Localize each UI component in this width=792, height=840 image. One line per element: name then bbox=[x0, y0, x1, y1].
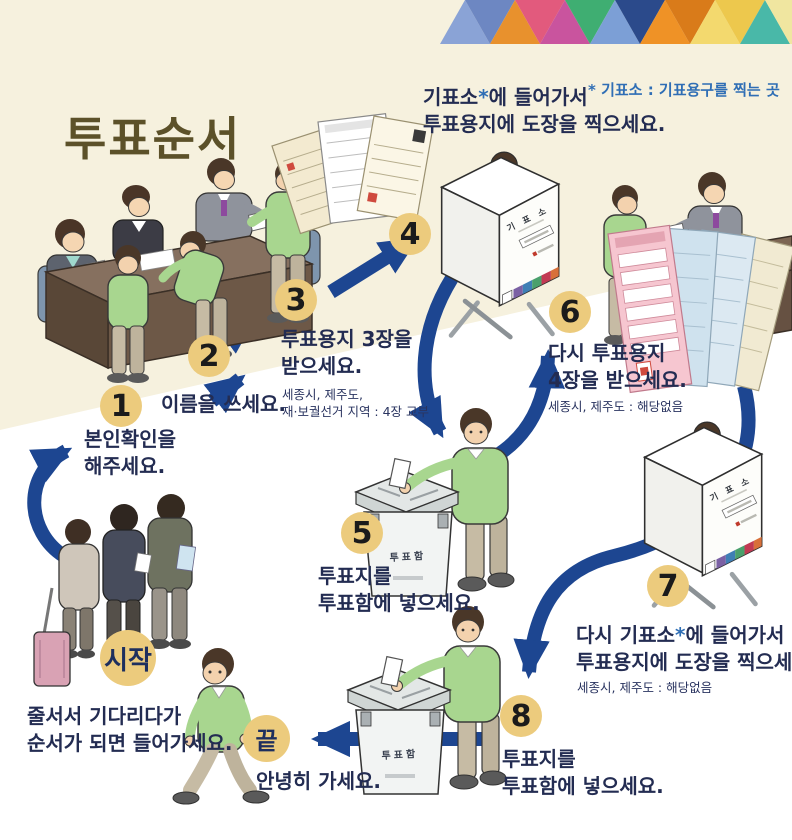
step-3-subnote: 세종시, 제주도, 재·보궐선거 지역 : 4장 교부 bbox=[282, 386, 429, 420]
step-4-line1-pre: 기표소 bbox=[423, 85, 479, 109]
ballot-fan bbox=[607, 224, 792, 394]
step-1-label: 본인확인을 해주세요. bbox=[84, 426, 176, 480]
end-badge: 끝 bbox=[243, 715, 290, 762]
step-1-line1: 본인확인을 bbox=[84, 427, 176, 451]
step-6-line2: 4장을 받으세요. bbox=[548, 368, 687, 392]
step-7-label: 다시 기표소*에 들어가서 투표용지에 도장을 찍으세요. bbox=[576, 622, 792, 676]
step-4-line2: 투표용지에 도장을 찍으세요. bbox=[423, 112, 666, 136]
ballot-box-scene-2 bbox=[348, 606, 506, 794]
step-3-line1: 투표용지 3장을 bbox=[281, 327, 413, 351]
step-2-label: 이름을 쓰세요. bbox=[161, 392, 286, 416]
banner-triangles-decoration bbox=[440, 0, 792, 44]
start-caption-line1: 줄서서 기다리다가 bbox=[27, 704, 182, 728]
step-7-line1-pre: 다시 기표소 bbox=[576, 623, 675, 647]
voting-booth-1 bbox=[442, 152, 564, 337]
waiting-queue bbox=[33, 494, 197, 687]
step-5-label: 투표지를 투표함에 넣으세요. bbox=[318, 563, 480, 617]
step-7-asterisk: * bbox=[674, 623, 686, 647]
leaving-voter bbox=[172, 648, 270, 805]
step-6-subnote: 세종시, 제주도 : 해당없음 bbox=[548, 399, 684, 414]
step-3-circle: 3 bbox=[275, 279, 317, 321]
start-caption: 줄서서 기다리다가 순서가 되면 들어가세요. bbox=[27, 703, 233, 757]
end-caption: 안녕히 가세요. bbox=[256, 769, 381, 793]
step-4-line1-mid: 에 들어가서 bbox=[488, 85, 588, 109]
arrow-4-to-5 bbox=[408, 274, 458, 439]
step-6-circle: 6 bbox=[549, 291, 591, 333]
step-6-label: 다시 투표용지 4장을 받으세요. bbox=[548, 340, 687, 394]
step-3-label: 투표용지 3장을 받으세요. bbox=[281, 326, 412, 380]
step-6-line1: 다시 투표용지 bbox=[548, 341, 666, 365]
step-7-circle: 7 bbox=[647, 565, 689, 607]
step-3-sub2: 재·보궐선거 지역 : 4장 교부 bbox=[282, 404, 430, 419]
step-8-circle: 8 bbox=[500, 695, 542, 737]
registration-desk-scene bbox=[37, 158, 321, 383]
step-3-line2: 받으세요. bbox=[281, 354, 363, 378]
step-5-circle: 5 bbox=[341, 512, 383, 554]
step-8-line2: 투표함에 넣으세요. bbox=[502, 774, 664, 798]
page-title: 투표순서 bbox=[64, 112, 242, 166]
step-7-line1-mid: 에 들어가서 bbox=[685, 623, 785, 647]
step-4-circle: 4 bbox=[389, 213, 431, 255]
step-5-line1: 투표지를 bbox=[318, 564, 392, 588]
step-4-label: 기표소*에 들어가서 투표용지에 도장을 찍으세요. bbox=[423, 84, 665, 138]
arrow-queue-to-1 bbox=[27, 444, 73, 562]
step-8-label: 투표지를 투표함에 넣으세요. bbox=[502, 746, 664, 800]
step-3-sub1: 세종시, 제주도, bbox=[282, 387, 363, 402]
arrow-1-to-2 bbox=[203, 373, 246, 414]
step-7-line2: 투표용지에 도장을 찍으세요. bbox=[576, 650, 792, 674]
booth-definition-note: * 기표소 : 기표용구를 찍는 곳 bbox=[588, 81, 780, 99]
start-badge: 시작 bbox=[100, 630, 156, 686]
step-4-asterisk: * bbox=[478, 85, 489, 109]
start-caption-line2: 순서가 되면 들어가세요. bbox=[27, 731, 233, 755]
step-1-circle: 1 bbox=[100, 385, 142, 427]
step-1-line2: 해주세요. bbox=[84, 454, 166, 478]
step-8-line1: 투표지를 bbox=[502, 747, 576, 771]
ballot-papers-top bbox=[271, 113, 434, 235]
step-2-circle: 2 bbox=[188, 335, 230, 377]
step-5-line2: 투표함에 넣으세요. bbox=[318, 591, 480, 615]
step-7-subnote: 세종시, 제주도 : 해당없음 bbox=[577, 680, 713, 695]
